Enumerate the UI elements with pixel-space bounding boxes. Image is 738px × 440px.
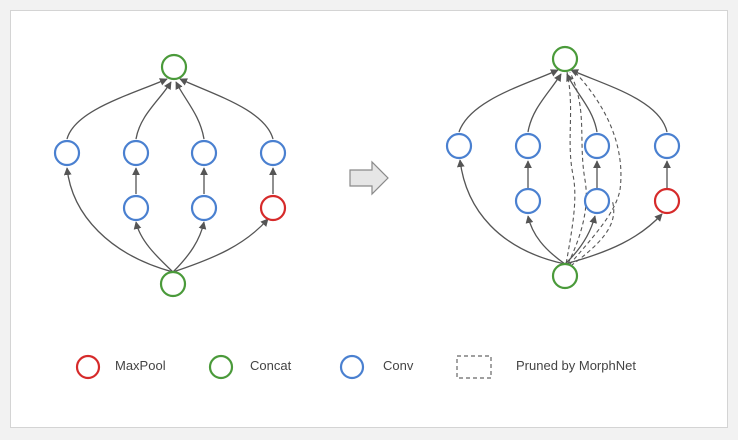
legend-pruned-icon xyxy=(456,355,492,379)
pruned-edge xyxy=(564,71,576,271)
legend-conv-label: Conv xyxy=(383,358,414,373)
edge xyxy=(527,73,562,133)
legend-pruned-label: Pruned by MorphNet xyxy=(516,358,636,373)
conv-node xyxy=(190,194,218,222)
conv-node xyxy=(583,132,611,160)
maxpool-node xyxy=(653,187,681,215)
edge xyxy=(564,213,663,265)
edge xyxy=(456,159,566,265)
concat-node xyxy=(160,53,188,81)
legend-concat-icon xyxy=(208,354,234,380)
pruned-edge xyxy=(564,71,622,271)
legend-maxpool-label: MaxPool xyxy=(115,358,166,373)
conv-node xyxy=(653,132,681,160)
edge xyxy=(175,81,205,140)
legend xyxy=(75,354,492,380)
conv-node xyxy=(445,132,473,160)
legend-concat-label: Concat xyxy=(250,358,292,373)
edge xyxy=(133,221,174,273)
edge xyxy=(566,73,598,133)
transform-arrow-icon xyxy=(349,160,389,196)
conv-node xyxy=(190,139,218,167)
original-network xyxy=(53,53,287,298)
edge xyxy=(66,78,168,140)
pruned-network xyxy=(445,45,681,290)
input-concat-node xyxy=(551,262,579,290)
concat-node xyxy=(551,45,579,73)
edge xyxy=(172,218,269,273)
edge xyxy=(135,81,172,140)
conv-node xyxy=(122,194,150,222)
legend-maxpool-icon xyxy=(75,354,101,380)
conv-node xyxy=(259,139,287,167)
edge xyxy=(172,221,207,273)
maxpool-node xyxy=(259,194,287,222)
conv-node xyxy=(122,139,150,167)
edge xyxy=(525,215,566,265)
conv-node xyxy=(53,139,81,167)
edge xyxy=(63,167,174,273)
edge xyxy=(458,69,559,133)
conv-node xyxy=(514,132,542,160)
input-concat-node xyxy=(159,270,187,298)
legend-conv-icon xyxy=(339,354,365,380)
pruned-edge xyxy=(564,71,587,271)
edge xyxy=(564,215,597,265)
edge xyxy=(179,78,274,140)
conv-node xyxy=(514,187,542,215)
conv-node xyxy=(583,187,611,215)
edge xyxy=(570,69,668,133)
